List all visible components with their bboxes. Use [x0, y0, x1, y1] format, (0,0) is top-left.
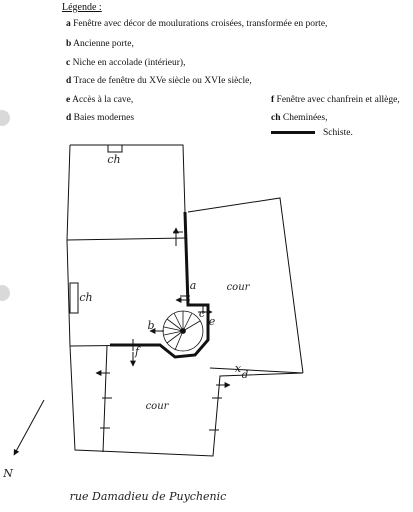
legend-item-b: b Ancienne porte, [66, 39, 134, 49]
label-ch-left: ch [79, 291, 92, 304]
legend-item-ch: ch Cheminées, [271, 113, 327, 123]
wall-left-top [66, 144, 71, 241]
legend-item-a: a Fenêtre avec décor de moulurations cro… [66, 19, 327, 29]
legend-text: Schiste. [323, 128, 353, 138]
label-ch-top: ch [107, 153, 120, 166]
label-cour-right: cour [227, 282, 251, 293]
legend-text: Baies modernes [73, 113, 135, 123]
chimney-top [107, 144, 123, 153]
chimney-left [69, 282, 79, 314]
schiste-wall [110, 211, 210, 359]
legend-title: Légende : [62, 2, 102, 13]
legend-key: e [66, 95, 71, 105]
label-a: a [190, 279, 197, 292]
label-d: d [242, 370, 248, 381]
legend-key: c [66, 58, 71, 68]
label-x: x [235, 362, 242, 375]
punch-hole-bottom [0, 285, 10, 301]
legend-key: a [66, 19, 71, 29]
legend-key: ch [271, 113, 281, 123]
north-label: N [2, 467, 13, 480]
legend-text: Niche en accolade (intérieur), [72, 58, 186, 68]
label-c: c [199, 307, 205, 320]
courtyard-bottom-outline [69, 345, 304, 457]
legend-item-c: c Niche en accolade (intérieur), [66, 58, 185, 68]
legend-text: Fenêtre avec chanfrein et allège, [276, 95, 400, 105]
legend-text: Cheminées, [282, 113, 328, 123]
wall-divider-right [209, 367, 304, 374]
legend-key: d [66, 113, 72, 123]
legend-item-schiste: Schiste. [271, 128, 353, 138]
legend-item-f: f Fenêtre avec chanfrein et allège, [271, 95, 400, 105]
north-arrow [13, 399, 45, 456]
legend-item-e: e Accès à la cave, [66, 95, 133, 105]
label-e: e [209, 315, 216, 328]
legend-text: Ancienne porte, [73, 39, 134, 49]
wall-divider-top [66, 237, 186, 241]
label-b: b [147, 319, 154, 332]
label-f: f [134, 345, 141, 358]
schiste-swatch [271, 131, 315, 135]
legend-key: d [66, 76, 72, 86]
legend-item-d: d Trace de fenêtre du XVe siècle ou XVIe… [66, 76, 252, 86]
wall-inner-bottom [102, 345, 108, 453]
building-outline-top [70, 144, 186, 213]
legend-key: f [271, 95, 275, 105]
legend-text: Trace de fenêtre du XVe siècle ou XVIe s… [73, 76, 252, 86]
label-cour-bottom: cour [146, 401, 170, 412]
street-name: rue Damadieu de Puychenic [70, 490, 227, 503]
legend-text: Fenêtre avec décor de moulurations crois… [73, 19, 328, 29]
legend-text: Accès à la cave, [72, 95, 134, 105]
legend-key: b [66, 39, 72, 49]
spiral-staircase [162, 310, 204, 352]
courtyard-right-outline [187, 197, 304, 374]
wall-left-middle [66, 239, 71, 347]
punch-hole-top [0, 110, 10, 126]
legend-item-d2: d Baies modernes [66, 113, 134, 123]
